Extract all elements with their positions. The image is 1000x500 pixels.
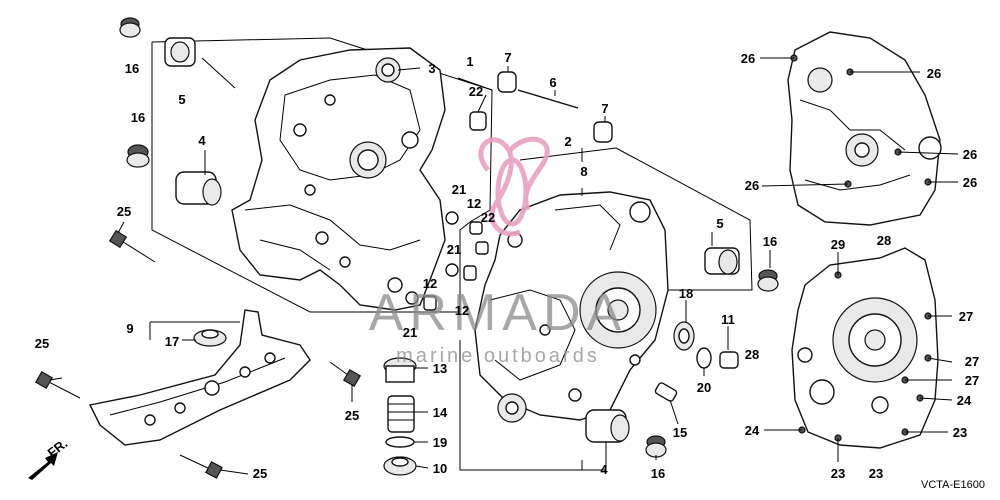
diagram-code: VCTA-E1600: [921, 479, 985, 491]
callout-label: 26: [741, 51, 755, 66]
mount-bracket: [88, 309, 311, 446]
callout-label: 25: [253, 466, 267, 481]
callout-label: 16: [651, 466, 665, 481]
callout-label: 28: [877, 233, 891, 248]
callout-label: 16: [131, 110, 145, 125]
callout-label: 25: [35, 336, 49, 351]
callout-label: 26: [745, 178, 759, 193]
small-parts: [34, 17, 779, 479]
callout-label: 5: [716, 216, 723, 231]
front-arrow-icon: FR.: [28, 436, 70, 480]
callout-label: 10: [433, 461, 447, 476]
callout-label: 25: [345, 408, 359, 423]
callout-label: 27: [959, 309, 973, 324]
callout-label: 5: [178, 92, 185, 107]
upper-right-cover: [787, 31, 942, 226]
callout-label: 21: [452, 182, 466, 197]
callout-label: 15: [673, 425, 687, 440]
callout-label: 23: [953, 425, 967, 440]
callout-label: 7: [504, 50, 511, 65]
callout-label: 19: [433, 435, 447, 450]
callout-label: 16: [763, 234, 777, 249]
callout-label: 26: [927, 66, 941, 81]
callout-label: 1: [466, 54, 473, 69]
callout-label: 16: [125, 61, 139, 76]
callout-label: 28: [745, 347, 759, 362]
callout-label: 3: [428, 61, 435, 76]
callout-label: 26: [963, 175, 977, 190]
callout-label: 9: [126, 321, 133, 336]
callout-label: 4: [198, 133, 206, 148]
callout-label: 21: [403, 325, 417, 340]
callout-label: 12: [467, 196, 481, 211]
callout-label: 22: [481, 210, 495, 225]
callout-label: 23: [831, 466, 845, 481]
callout-label: 24: [745, 423, 760, 438]
callout-labels: 16 5 4 16 25 9 17 25 25 25 3 1 22 7 6 7 …: [35, 50, 979, 481]
callout-label: 20: [697, 380, 711, 395]
callout-label: 8: [580, 164, 587, 179]
callout-label: 17: [165, 334, 179, 349]
watermark-brand: ARMADA: [369, 284, 627, 342]
watermark: ARMADA marine outboards: [369, 136, 627, 367]
callout-label: 6: [549, 75, 556, 90]
callout-label: 14: [433, 405, 448, 420]
callout-label: 21: [447, 242, 461, 257]
leader-lines: [49, 57, 959, 475]
right-crankcase: [474, 191, 669, 423]
callout-label: 22: [469, 84, 483, 99]
callout-label: 11: [721, 312, 735, 327]
callout-label: 13: [433, 361, 447, 376]
callout-label: 25: [117, 204, 131, 219]
callout-label: 12: [455, 303, 469, 318]
left-crankcase: [231, 47, 446, 311]
callout-label: 4: [600, 462, 608, 477]
callout-label: 27: [965, 373, 979, 388]
callout-label: 2: [564, 134, 571, 149]
callout-label: 29: [831, 237, 845, 252]
lower-right-cover: [791, 247, 939, 449]
callout-label: 26: [963, 147, 977, 162]
callout-label: 12: [423, 276, 437, 291]
callout-label: 27: [965, 354, 979, 369]
watermark-tagline: marine outboards: [396, 345, 600, 367]
watermark-logo: [478, 136, 550, 237]
callout-label: 23: [869, 466, 883, 481]
callout-label: 7: [601, 101, 608, 116]
callout-label: 18: [679, 286, 693, 301]
callout-label: 24: [957, 393, 972, 408]
